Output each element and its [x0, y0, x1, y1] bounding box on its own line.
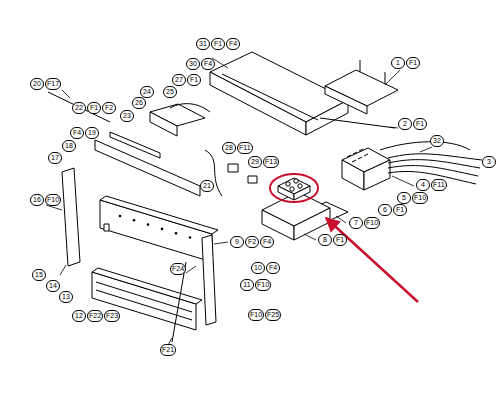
left-rail — [62, 168, 80, 266]
callout-number: 26 — [132, 97, 146, 109]
callout-number: 28 — [222, 142, 236, 154]
callout-number: 9 — [230, 236, 244, 248]
knob-hole — [133, 219, 136, 222]
callout-number: F4 — [70, 127, 84, 139]
callout-number: F4 — [260, 236, 274, 248]
callout-number: F10 — [255, 279, 271, 291]
callout-number: F25 — [265, 309, 281, 321]
callout-number: 32 — [430, 135, 444, 147]
callout-number: 19 — [85, 127, 99, 139]
callout-number: 13 — [59, 291, 73, 303]
callout-number: F10 — [412, 192, 428, 204]
right-rail — [202, 235, 216, 325]
callout-number: 3 — [482, 156, 496, 168]
callout-number: 10 — [251, 262, 265, 274]
callout-number: 5 — [397, 192, 411, 204]
knob-hole — [119, 215, 122, 218]
callout-number: F11 — [237, 142, 253, 154]
callout-number: F11 — [431, 179, 447, 191]
switch-part — [278, 178, 310, 200]
callout-number: F10 — [248, 309, 264, 321]
callout-number: 6 — [378, 204, 392, 216]
callout-number: F10 — [364, 217, 380, 229]
callout-number: F4 — [266, 262, 280, 274]
callout-number: F1 — [406, 57, 420, 69]
bottom-trim — [92, 268, 202, 330]
callout-number: 12 — [72, 310, 86, 322]
callout-number: F13 — [263, 156, 279, 168]
callout-number: 20 — [30, 78, 44, 90]
callout-number: F1 — [87, 102, 101, 114]
callout-number: 7 — [349, 217, 363, 229]
callout-number: 15 — [32, 269, 46, 281]
callout-number: 23 — [120, 110, 134, 122]
callout-number: 2 — [398, 118, 412, 130]
knob-hole — [189, 236, 192, 239]
callout-number: 27 — [172, 74, 186, 86]
callout-number: F1 — [413, 118, 427, 130]
highlight-arrow — [326, 218, 418, 302]
callout-number: F22 — [87, 310, 103, 322]
leader-lines — [46, 58, 432, 345]
top-bracket — [325, 60, 398, 114]
callout-number: 11 — [240, 279, 254, 291]
highlight-ellipse — [270, 174, 318, 202]
callout-number: 14 — [46, 280, 60, 292]
callout-number: 18 — [62, 140, 76, 152]
callout-number: F24 — [170, 263, 186, 275]
switch — [228, 164, 238, 172]
callout-number: F2 — [102, 102, 116, 114]
callout-number: F21 — [160, 344, 176, 356]
callout-number: 1 — [391, 57, 405, 69]
callout-number: 21 — [200, 180, 214, 192]
callout-number: 24 — [140, 86, 154, 98]
knob-hole — [175, 232, 178, 235]
rod — [48, 92, 110, 122]
switch — [248, 176, 257, 183]
control-panel — [100, 196, 218, 262]
callout-number: 4 — [416, 179, 430, 191]
callout-number: F1 — [211, 38, 225, 50]
callout-number: 31 — [196, 38, 210, 50]
callout-number: 30 — [186, 58, 200, 70]
callout-number: F4 — [201, 58, 215, 70]
callout-number: F1 — [393, 204, 407, 216]
callout-number: 17 — [48, 152, 62, 164]
callout-number: F1 — [187, 74, 201, 86]
callout-number: F23 — [104, 310, 120, 322]
terminal-block — [342, 148, 390, 190]
control-bracket — [150, 104, 210, 136]
knob-hole — [161, 228, 164, 231]
knob-holes — [119, 215, 192, 239]
callout-number: F17 — [45, 78, 61, 90]
callout-number: F4 — [226, 38, 240, 50]
callout-number: 22 — [72, 102, 86, 114]
callout-number: F2 — [245, 236, 259, 248]
callout-number: 25 — [163, 86, 177, 98]
small-strip — [110, 132, 160, 158]
strip — [320, 118, 395, 128]
callout-number: 29 — [248, 156, 262, 168]
callout-number: F10 — [45, 194, 61, 206]
callout-number: 8 — [318, 234, 332, 246]
callout-number: 16 — [30, 194, 44, 206]
knob-hole — [147, 223, 150, 226]
callout-number: F1 — [333, 234, 347, 246]
